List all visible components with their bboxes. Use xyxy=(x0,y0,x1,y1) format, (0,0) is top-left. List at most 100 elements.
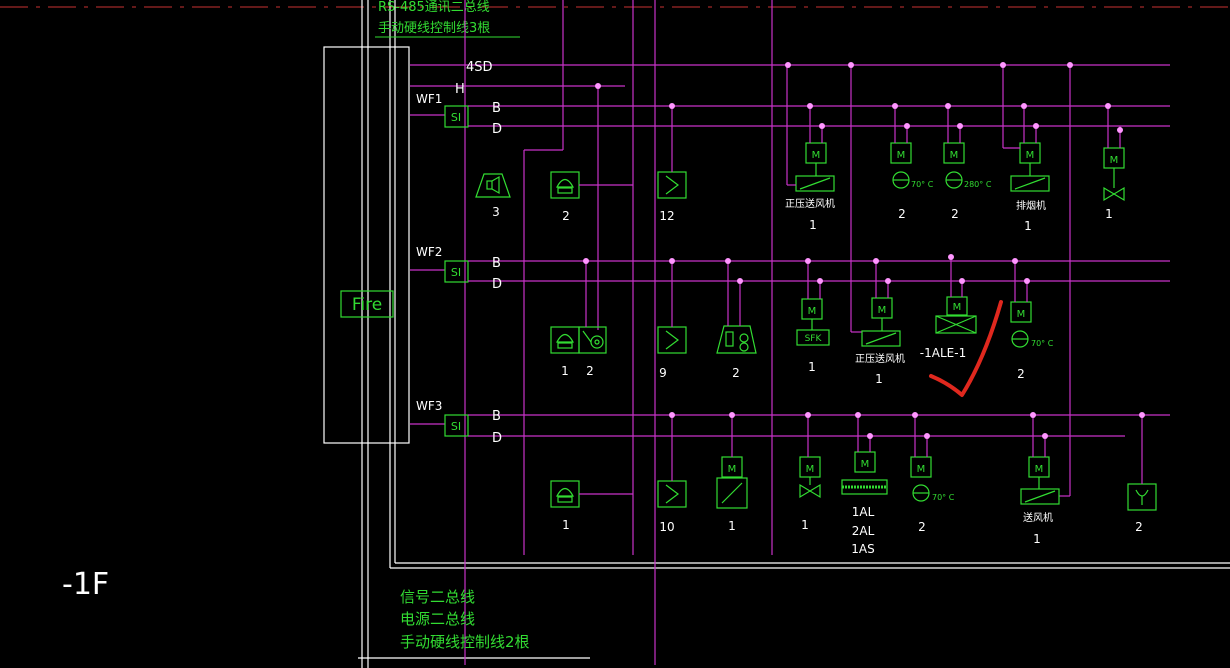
isolator-wf2[interactable] xyxy=(444,260,469,283)
speaker-icon[interactable] xyxy=(475,173,511,198)
motor-icon[interactable] xyxy=(854,451,876,473)
svg-text:2: 2 xyxy=(1135,520,1143,534)
svg-text:1: 1 xyxy=(801,518,809,532)
fan-icon[interactable] xyxy=(1010,175,1050,192)
motor-icon[interactable] xyxy=(890,142,912,164)
wf2-devices: 1 2 9 2 M SFK 1 M 正压送 xyxy=(550,257,1054,386)
header-note-2: 手动硬线控制线3根 xyxy=(378,21,490,36)
svg-text:3: 3 xyxy=(492,205,500,219)
floor-label: -1F xyxy=(62,567,109,602)
svg-text:M: M xyxy=(1017,309,1026,320)
isolator-wf3[interactable] xyxy=(444,414,469,437)
svg-text:2: 2 xyxy=(1017,367,1025,381)
telephone-icon[interactable] xyxy=(550,480,580,508)
svg-text:1: 1 xyxy=(809,218,817,232)
svg-text:M: M xyxy=(1035,464,1044,475)
loop-wf1: WF1 SI B D xyxy=(410,92,1170,137)
check-mark-annotation xyxy=(929,300,1003,397)
svg-text:M: M xyxy=(812,150,821,161)
svg-text:B: B xyxy=(492,101,501,116)
manual-call-point-icon[interactable] xyxy=(657,326,687,354)
fan-icon[interactable] xyxy=(795,175,835,192)
svg-text:1: 1 xyxy=(1105,207,1113,221)
svg-text:M: M xyxy=(917,464,926,475)
svg-text:正压送风机: 正压送风机 xyxy=(855,352,905,365)
isolator-wf1[interactable] xyxy=(444,105,469,128)
svg-text:2: 2 xyxy=(951,207,959,221)
svg-text:SI: SI xyxy=(451,111,461,124)
svg-text:D: D xyxy=(492,431,502,446)
svg-text:M: M xyxy=(1110,155,1119,166)
svg-text:D: D xyxy=(492,277,502,292)
sounder-strobe-icon[interactable] xyxy=(716,325,757,354)
footer-notes: 信号二总线 电源二总线 手动硬线控制线2根 xyxy=(400,588,530,651)
svg-text:M: M xyxy=(806,464,815,475)
svg-text:1: 1 xyxy=(808,360,816,374)
svg-text:M: M xyxy=(953,302,962,313)
loop-label-wf1: WF1 xyxy=(416,92,442,106)
svg-text:2: 2 xyxy=(732,366,740,380)
footer-note-2: 电源二总线 xyxy=(400,610,475,628)
fire-label-box xyxy=(340,290,394,318)
loop-label-wf3: WF3 xyxy=(416,399,442,413)
svg-text:1AL: 1AL xyxy=(852,505,875,519)
footer-note-1: 信号二总线 xyxy=(400,588,475,606)
svg-text:70° C: 70° C xyxy=(1031,339,1054,348)
fire-panel[interactable] xyxy=(323,46,410,444)
manual-call-point-icon[interactable] xyxy=(657,480,687,508)
svg-text:1: 1 xyxy=(1024,219,1032,233)
svg-text:M: M xyxy=(861,459,870,470)
svg-text:70° C: 70° C xyxy=(932,493,955,502)
valve-icon[interactable] xyxy=(1103,186,1125,202)
motor-icon[interactable] xyxy=(910,456,932,478)
svg-text:M: M xyxy=(808,306,817,317)
header-note-1: RS-485通讯二总线 xyxy=(378,0,490,15)
bus-h-label: H xyxy=(455,82,465,97)
fan-icon[interactable] xyxy=(1020,488,1060,505)
svg-text:1: 1 xyxy=(562,518,570,532)
loop-wf3: WF3 SI B D xyxy=(410,399,1170,446)
svg-text:M: M xyxy=(728,464,737,475)
svg-text:排烟机: 排烟机 xyxy=(1016,199,1046,212)
manual-call-point-icon[interactable] xyxy=(657,171,687,199)
telephone-icon[interactable] xyxy=(550,171,580,199)
svg-text:D: D xyxy=(492,122,502,137)
svg-text:B: B xyxy=(492,256,501,271)
svg-text:1AS: 1AS xyxy=(851,542,874,556)
svg-text:B: B xyxy=(492,409,501,424)
svg-text:SFK: SFK xyxy=(805,334,823,344)
motor-icon[interactable] xyxy=(943,142,965,164)
module-icon[interactable] xyxy=(716,477,748,509)
svg-text:-1ALE-1: -1ALE-1 xyxy=(920,346,966,360)
valve-icon[interactable] xyxy=(799,483,821,499)
svg-text:2AL: 2AL xyxy=(852,524,875,538)
hydrant-button-icon[interactable] xyxy=(578,326,607,354)
svg-text:SI: SI xyxy=(451,420,461,433)
svg-text:1: 1 xyxy=(1033,532,1041,546)
svg-text:1: 1 xyxy=(875,372,883,386)
svg-text:70° C: 70° C xyxy=(911,180,934,189)
sfk-box[interactable] xyxy=(796,329,830,346)
svg-text:SI: SI xyxy=(451,266,461,279)
svg-text:1: 1 xyxy=(561,364,569,378)
svg-text:2: 2 xyxy=(562,209,570,223)
svg-text:2: 2 xyxy=(918,520,926,534)
junction-dots xyxy=(583,62,1145,439)
motor-icon[interactable] xyxy=(1010,301,1032,323)
footer-note-3: 手动硬线控制线2根 xyxy=(400,633,530,651)
riser-wires xyxy=(464,0,773,665)
telephone-icon[interactable] xyxy=(550,326,580,354)
motor-icon[interactable] xyxy=(946,296,968,316)
fire-label: Fire xyxy=(352,295,382,315)
fan-icon[interactable] xyxy=(861,330,901,347)
svg-text:280° C: 280° C xyxy=(964,180,992,189)
bus-4sd-label: 4SD xyxy=(466,60,493,75)
frame-lines xyxy=(358,0,1230,668)
svg-text:2: 2 xyxy=(898,207,906,221)
svg-text:M: M xyxy=(897,150,906,161)
loop-label-wf2: WF2 xyxy=(416,245,442,259)
svg-text:正压送风机: 正压送风机 xyxy=(785,197,835,210)
svg-text:M: M xyxy=(878,305,887,316)
damper-icon[interactable] xyxy=(935,315,977,334)
